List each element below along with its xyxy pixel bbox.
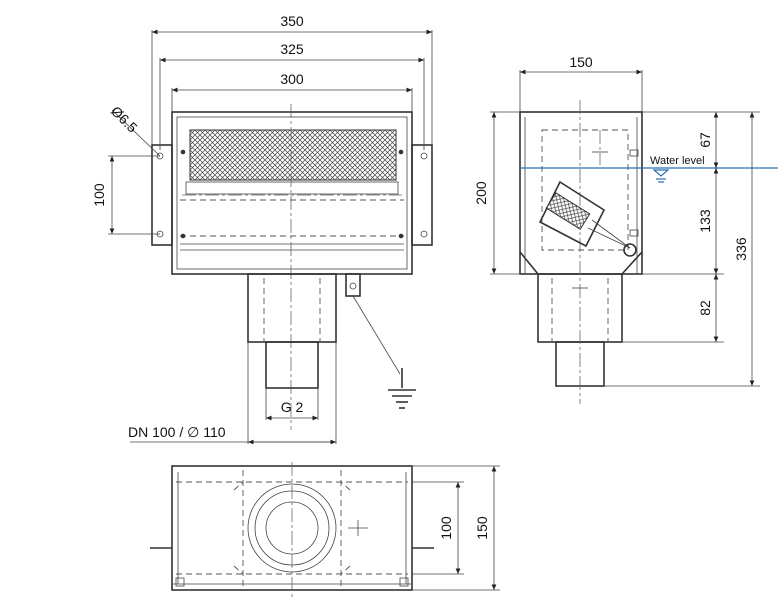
plan-view: 100 150 bbox=[150, 462, 500, 598]
dim-total-height: 336 bbox=[733, 237, 749, 261]
dim-350: 350 bbox=[280, 13, 304, 29]
dim-hole-spacing: 100 bbox=[91, 183, 107, 207]
left-flange bbox=[151, 144, 173, 246]
thread-connector bbox=[265, 341, 319, 389]
dim-pipe-size: DN 100 / ∅ 110 bbox=[128, 424, 226, 440]
dim-pipe-length: 82 bbox=[697, 300, 713, 316]
dim-plan-outer: 150 bbox=[474, 516, 490, 540]
dim-thread: G 2 bbox=[281, 399, 304, 415]
water-level-label: Water level bbox=[650, 155, 705, 167]
earth-symbol bbox=[388, 368, 416, 409]
dim-hole-diameter: Ø6.5 bbox=[108, 103, 141, 136]
strainer-mesh bbox=[189, 129, 397, 181]
dim-water-to-bottom: 133 bbox=[697, 209, 713, 233]
outlet-pipe bbox=[247, 273, 337, 343]
front-view: 350 325 300 Ø6.5 100 G 2 DN 100 / ∅ 110 bbox=[91, 13, 433, 445]
floating-skimmer bbox=[538, 180, 637, 257]
right-flange bbox=[411, 144, 433, 246]
dim-300: 300 bbox=[280, 71, 304, 87]
dim-plan-inner: 100 bbox=[438, 516, 454, 540]
dim-side-height: 200 bbox=[473, 181, 489, 205]
dim-side-width: 150 bbox=[569, 54, 593, 70]
dim-top-to-water: 67 bbox=[697, 132, 713, 148]
dim-325: 325 bbox=[280, 41, 304, 57]
side-view: Water level 150 200 67 133 82 bbox=[473, 54, 778, 404]
